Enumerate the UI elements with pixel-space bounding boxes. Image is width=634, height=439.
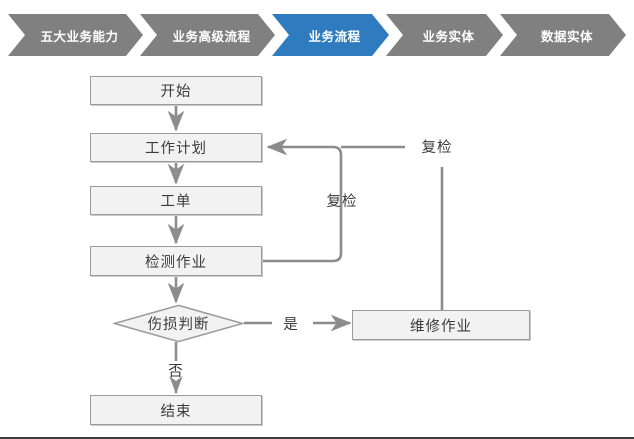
node-damage-decision-label: 伤损判断 [147,317,210,333]
node-start-label: 开始 [160,84,192,100]
edge-label-recheck-outer: 复检 [421,140,453,156]
breadcrumb-item-5[interactable]: 数据实体 [500,14,626,56]
edge-label-no: 否 [168,364,184,380]
edge-label-yes: 是 [283,317,299,333]
breadcrumb-item-1-label: 五大业务能力 [40,29,119,44]
node-start[interactable]: 开始 [90,76,262,105]
diamond-shape [113,304,244,343]
breadcrumb-item-2-label: 业务高级流程 [172,29,251,44]
breadcrumb-item-4[interactable]: 业务实体 [386,14,503,56]
node-work-order-label: 工单 [160,194,192,210]
node-work-plan[interactable]: 工作计划 [90,133,262,162]
breadcrumb: 五大业务能力 业务高级流程 业务流程 业务实体 数据实体 [0,14,634,56]
breadcrumb-item-3-label: 业务流程 [308,29,361,44]
node-damage-decision[interactable]: 伤损判断 [113,304,244,343]
node-inspection[interactable]: 检测作业 [90,246,262,276]
node-end-label: 结束 [160,403,192,420]
breadcrumb-item-2[interactable]: 业务高级流程 [140,14,275,56]
node-inspection-label: 检测作业 [145,254,207,271]
edge-label-recheck-inner: 复检 [326,194,358,210]
breadcrumb-item-5-label: 数据实体 [540,29,593,44]
node-work-plan-label: 工作计划 [145,141,207,157]
breadcrumb-item-4-label: 业务实体 [422,29,475,44]
node-repair[interactable]: 维修作业 [352,310,530,340]
footer-rule [0,437,634,439]
breadcrumb-item-1[interactable]: 五大业务能力 [8,14,143,56]
node-end[interactable]: 结束 [90,395,262,425]
node-work-order[interactable]: 工单 [90,186,262,215]
breadcrumb-item-3-active[interactable]: 业务流程 [272,14,389,56]
node-repair-label: 维修作业 [410,318,472,335]
